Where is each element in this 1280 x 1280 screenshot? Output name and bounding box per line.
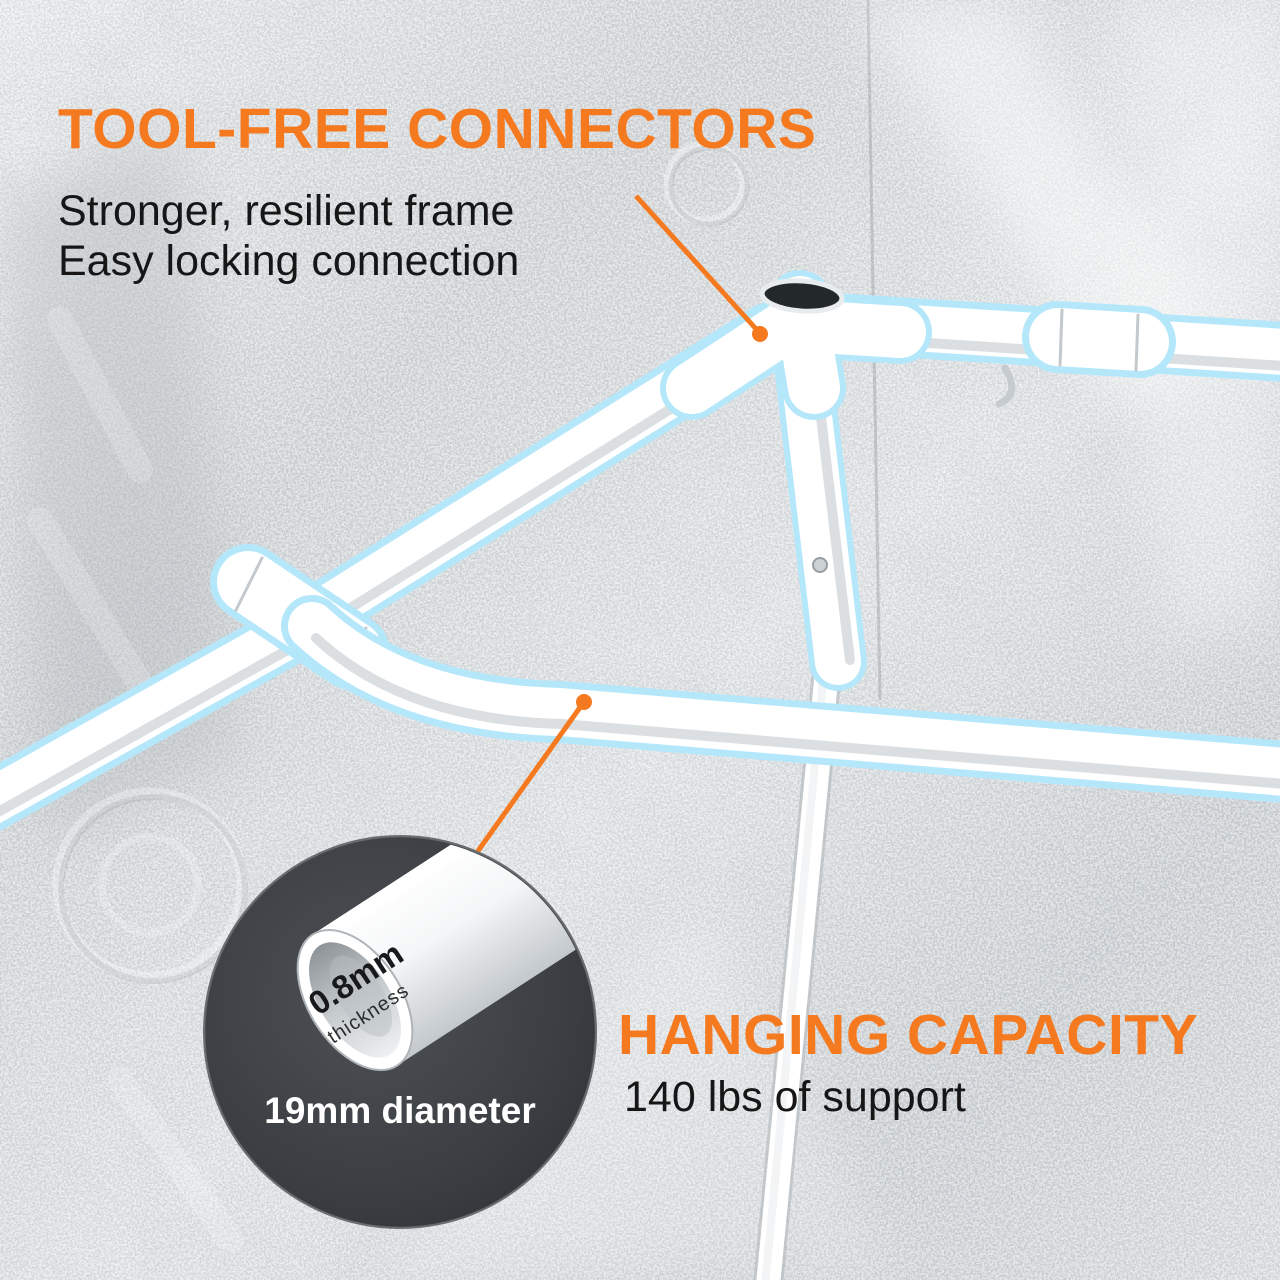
- corner-connector: [660, 270, 932, 420]
- diameter-label: 19mm diameter: [264, 1090, 536, 1131]
- right-pole-coupling: [1022, 301, 1176, 378]
- leader-line-pole: [470, 694, 592, 860]
- embossed-logo-marks: [27, 140, 750, 1253]
- connector-socket-hole: [759, 278, 845, 314]
- leader-dot-pole: [576, 694, 592, 710]
- leader-line-connector: [634, 194, 768, 342]
- hook-clip: [995, 364, 1016, 408]
- tent-frame: [0, 270, 1280, 1280]
- tool-free-subtitle-line2: Easy locking connection: [58, 237, 520, 285]
- leader-lines: [470, 194, 768, 860]
- lower-left-pole: [0, 592, 342, 832]
- spring-button-pin: [812, 557, 828, 573]
- tool-free-connectors-title: TOOL-FREE CONNECTORS: [58, 97, 817, 161]
- pipe-cross-section-inset: [202, 834, 598, 1230]
- hanging-capacity-title: HANGING CAPACITY: [618, 1003, 1199, 1067]
- tool-free-subtitle-line1: Stronger, resilient frame: [58, 187, 515, 235]
- hanging-bar-pole: [281, 595, 1280, 803]
- hanging-capacity-subtitle: 140 lbs of support: [624, 1073, 966, 1121]
- leader-dot-connector: [752, 326, 768, 342]
